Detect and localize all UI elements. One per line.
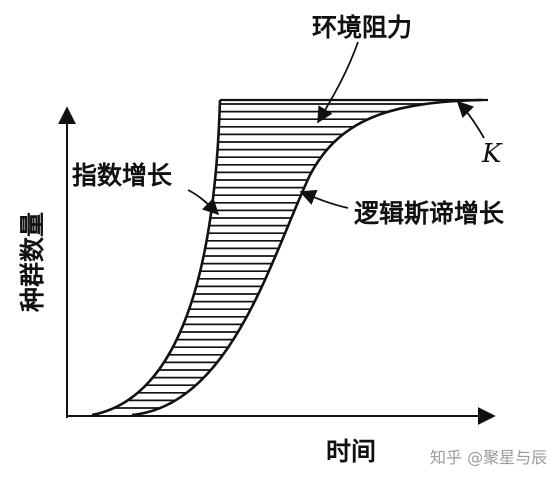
- y-axis-label: 种群数量: [18, 212, 47, 312]
- logistic-growth-label: 逻辑斯谛增长: [354, 199, 505, 228]
- carrying-capacity-pointer: [456, 100, 485, 139]
- logistic-growth-curve: [131, 98, 483, 417]
- environmental-resistance-hatching: [92, 103, 482, 409]
- exponential-growth-label: 指数增长: [72, 161, 173, 190]
- exponential-growth-pointer: [187, 189, 220, 216]
- watermark: 知乎 @聚星与辰: [430, 448, 547, 467]
- carrying-capacity-label: K: [481, 139, 503, 169]
- exponential-growth-curve: [91, 99, 222, 417]
- x-axis-label: 时间: [326, 437, 376, 466]
- environmental-resistance-pointer: [317, 41, 359, 124]
- environmental-resistance-label: 环境阻力: [312, 13, 412, 42]
- logistic-growth-pointer: [299, 189, 349, 209]
